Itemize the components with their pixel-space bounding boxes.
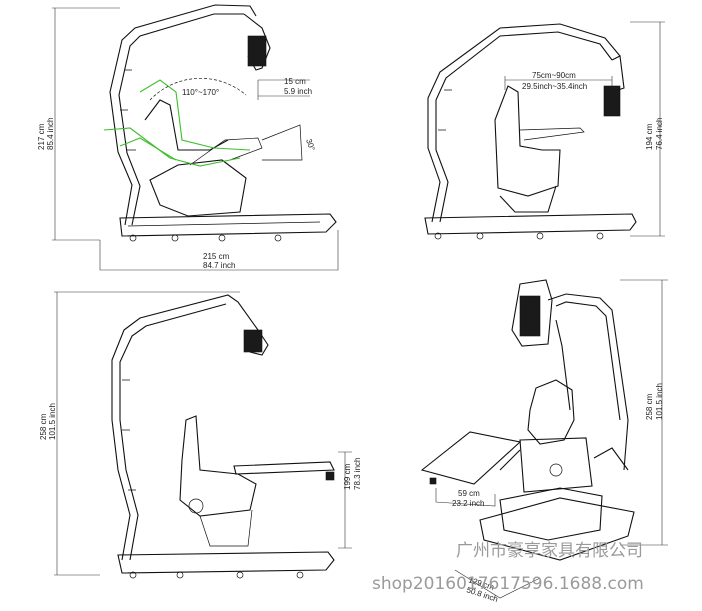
dim-height-inch: 85.4 inch [46, 118, 55, 150]
dim-desk-height-inch: 78.3 inch [353, 458, 362, 490]
dim-height-cm: 217 cm [37, 123, 46, 150]
dim-height-cm: 258 cm [645, 393, 654, 420]
view-side-extended: 258 cm 101.5 inch 199 cm 78.3 inch [39, 291, 362, 579]
dim-recline-angle: 110°~170° [182, 88, 219, 97]
dim-desk-width-cm: 59 cm [458, 489, 480, 498]
view-side-recline: 217 cm 85.4 inch 215 cm 84.7 inch 110°~1… [37, 4, 339, 271]
dim-height-cm: 258 cm [39, 413, 48, 440]
dim-monitor-offset-cm: 15 cm [284, 77, 306, 86]
dim-tilt-angle: 30° [304, 138, 317, 152]
dim-desk-width-inch: 23.2 inch [452, 499, 484, 508]
watermark-company: 广州市豪享家具有限公司 [456, 540, 643, 561]
dim-width-inch: 84.7 inch [203, 261, 235, 270]
dim-height-inch: 101.5 inch [48, 403, 57, 440]
dim-reach-cm: 75cm~90cm [532, 71, 576, 80]
dim-monitor-offset-inch: 5.9 inch [284, 87, 312, 96]
watermark-shop-url: shop2016017617596.1688.com [372, 574, 644, 594]
dim-width-cm: 215 cm [203, 252, 230, 261]
dim-desk-height-cm: 199 cm [343, 463, 352, 490]
view-side-standard: 75cm~90cm 29.5inch~35.4inch 194 cm 76.4 … [424, 21, 665, 240]
dim-height-cm: 194 cm [645, 123, 654, 150]
dim-height-inch: 101.5 inch [655, 383, 664, 420]
dim-reach-inch: 29.5inch~35.4inch [522, 82, 587, 91]
dim-height-inch: 76.4 inch [655, 118, 664, 150]
